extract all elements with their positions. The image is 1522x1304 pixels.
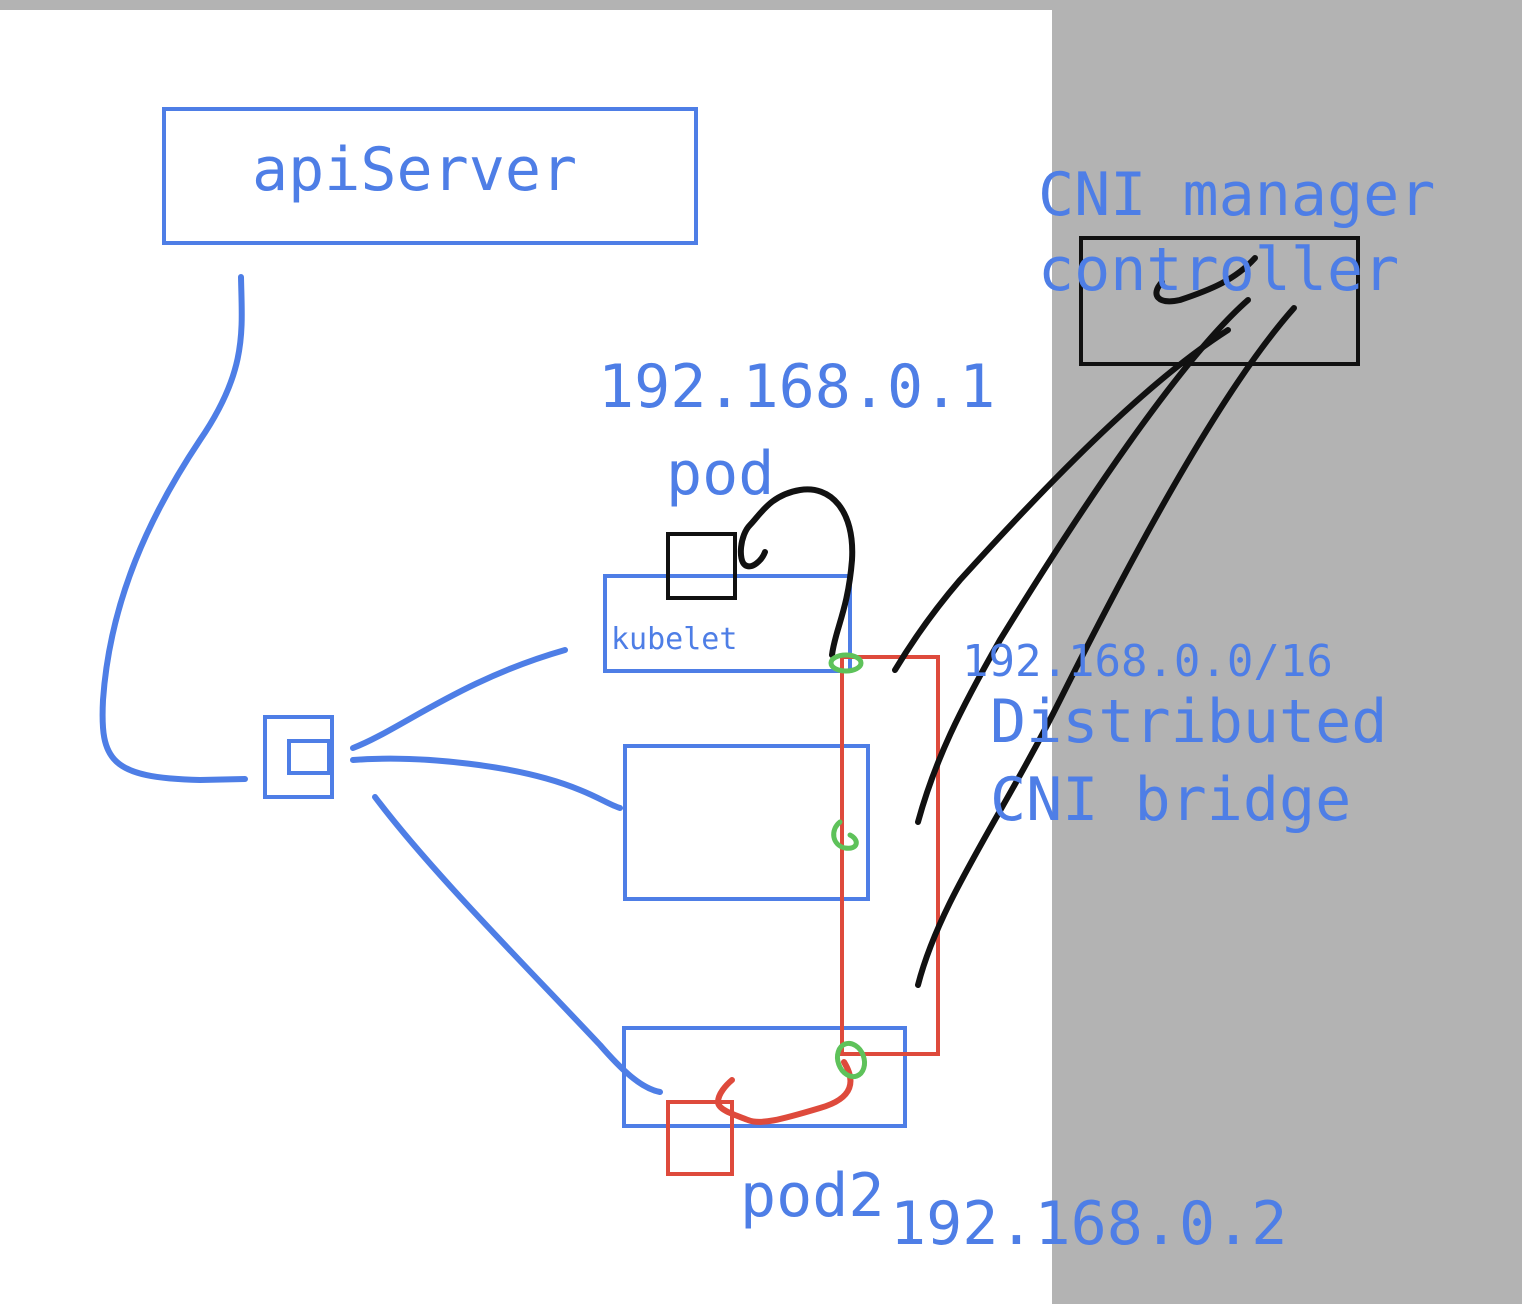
link-to-kubelet [350,647,568,751]
control-link-1 [892,327,1231,673]
link-to-node-3 [372,794,663,1095]
node-switch-outer [263,715,334,799]
attach-marker-kubelet [828,652,864,674]
api-server-label: apiServer [252,135,578,205]
top-gray-strip [0,0,1522,10]
api-server-box [162,107,698,245]
link-to-node-2 [350,755,623,811]
pod-link [737,486,856,658]
api-server-link [99,274,248,784]
cni-controller-label-line-2: controller [1038,235,1400,305]
cni-controller-box [1079,236,1360,366]
pod-ip-label: 192.168.0.1 [598,352,996,422]
cni-controller-label-line-1: CNI manager [1038,160,1436,230]
node-switch-inner [287,739,331,775]
bridge-label-line-1: Distributed [990,687,1388,757]
cni-bridge-box [840,655,940,1056]
node-2-box [623,744,870,901]
pod2-link [714,1059,854,1125]
attach-marker-node-2 [831,819,859,851]
control-link-3 [915,305,1297,988]
pod2-box [666,1100,734,1176]
gray-side-panel [1052,0,1522,1304]
subnet-label: 192.168.0.0/16 [962,636,1333,687]
kubelet-label: kubelet [611,622,738,657]
bridge-label-line-2: CNI bridge [990,765,1352,835]
kubelet-node-box [603,574,852,673]
attach-marker-node-3 [834,1040,868,1080]
cni-controller-squiggle [1153,255,1258,305]
pod-label: pod [666,439,775,509]
pod2-ip-label: 192.168.0.2 [890,1189,1288,1259]
pod-box [666,532,737,600]
control-link-2 [915,297,1251,825]
pod2-label: pod2 [740,1161,885,1231]
node-3-box [622,1026,907,1128]
